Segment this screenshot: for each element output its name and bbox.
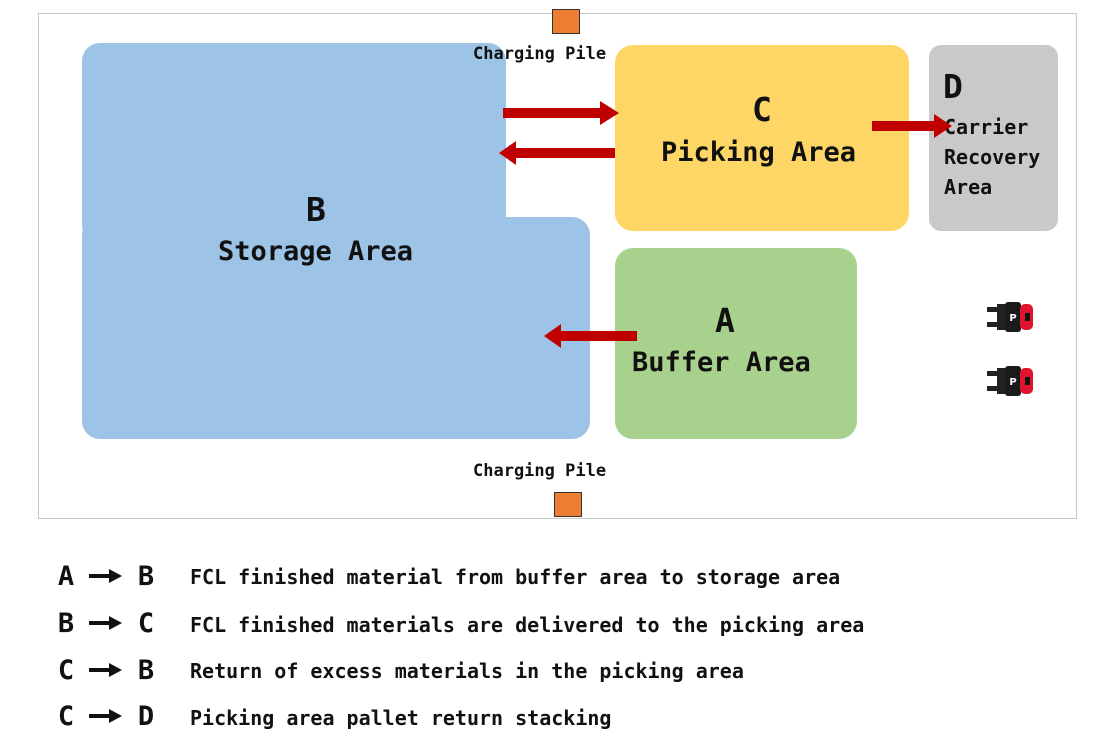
flow-arrow-picking-to-storage <box>499 141 615 165</box>
right-arrow-icon <box>85 708 127 724</box>
recovery-area-name-line: Recovery <box>944 145 1041 169</box>
charging-pile-bottom-label: Charging Pile <box>473 461 607 481</box>
legend-to: B <box>137 560 155 592</box>
flow-arrow-picking-to-recovery <box>872 114 952 138</box>
legend-from: A <box>57 560 75 592</box>
carrier-recovery-area-block <box>929 45 1058 231</box>
storage-area-upper-block <box>82 43 506 243</box>
agv-badge: P <box>1009 313 1016 324</box>
legend-from: B <box>57 607 75 639</box>
right-arrow-icon <box>85 615 127 631</box>
legend-description: FCL finished material from buffer area t… <box>190 565 841 589</box>
picking-area-name: Picking Area <box>661 137 857 168</box>
charging-pile-top-icon <box>552 9 580 34</box>
legend-description: Return of excess materials in the pickin… <box>190 659 744 683</box>
picking-area-block <box>615 45 909 231</box>
legend-to: C <box>137 607 155 639</box>
storage-area-name: Storage Area <box>218 236 414 267</box>
storage-area-letter: B <box>306 190 326 229</box>
legend-from: C <box>57 700 75 732</box>
right-arrow-icon <box>85 568 127 584</box>
right-arrow-icon <box>85 662 127 678</box>
agv-badge: P <box>1009 377 1016 388</box>
legend-row: C B <box>55 654 157 686</box>
recovery-area-name-line: Carrier <box>944 115 1029 139</box>
buffer-area-block <box>615 248 857 439</box>
charging-pile-top-label: Charging Pile <box>473 44 607 64</box>
legend-description: FCL finished materials are delivered to … <box>190 613 865 637</box>
charging-pile-bottom-icon <box>554 492 582 517</box>
storage-area-lower-block <box>82 217 590 439</box>
recovery-area-name-line: Area <box>944 175 993 199</box>
legend-row: A B <box>55 560 157 592</box>
recovery-area-name: Carrier Recovery Area <box>944 112 1040 202</box>
legend-from: C <box>57 654 75 686</box>
flow-arrow-buffer-to-storage <box>544 324 637 348</box>
legend-description: Picking area pallet return stacking <box>190 706 612 730</box>
recovery-area-letter: D <box>943 67 963 106</box>
agv-vehicle-icon: P <box>987 302 1033 332</box>
picking-area-letter: C <box>752 90 772 129</box>
legend-to: D <box>137 700 155 732</box>
flow-arrow-storage-to-picking <box>503 101 619 125</box>
legend-row: B C <box>55 607 157 639</box>
buffer-area-letter: A <box>715 301 735 340</box>
legend-row: C D <box>55 700 157 732</box>
agv-vehicle-icon: P <box>987 366 1033 396</box>
buffer-area-name: Buffer Area <box>632 347 811 378</box>
legend-to: B <box>137 654 155 686</box>
